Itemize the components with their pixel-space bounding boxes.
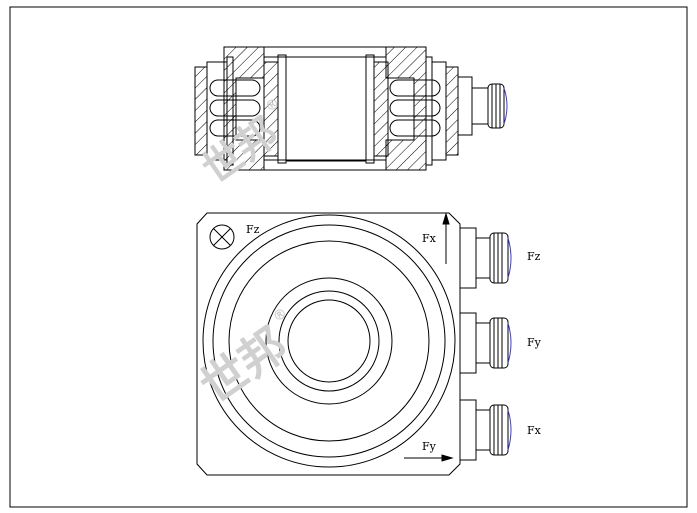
connector-plate-top xyxy=(459,227,477,289)
right-body-block xyxy=(385,46,427,171)
plan-view xyxy=(196,212,512,476)
connector-mid-label: Fy xyxy=(527,336,542,349)
connector-bottom xyxy=(475,404,512,456)
outer-ring-1 xyxy=(202,214,456,468)
connector-top xyxy=(475,232,512,284)
connector-plate-mid xyxy=(459,312,477,374)
outer-ring-2 xyxy=(212,224,446,458)
section-connector-accent xyxy=(503,87,508,125)
right-end-cap xyxy=(445,66,459,156)
left-cylinder-2 xyxy=(209,99,261,117)
outer-ring-3 xyxy=(228,240,430,442)
fz-direction-symbol xyxy=(209,224,235,250)
left-end-cap xyxy=(194,66,208,156)
section-view xyxy=(194,46,508,171)
connector-mid xyxy=(475,317,512,369)
fy-arrow-label: Fy xyxy=(422,440,437,453)
right-flange xyxy=(425,56,433,166)
right-cylinder-3 xyxy=(389,119,441,137)
watermark-bottom: 世邦 ® xyxy=(190,305,296,414)
right-inner-ring xyxy=(365,54,375,164)
fz-corner-label: Fz xyxy=(246,223,260,236)
inner-ring-1 xyxy=(265,277,393,405)
center-bore xyxy=(285,56,367,162)
section-connector-base xyxy=(457,76,473,136)
right-inner-sleeve xyxy=(373,61,389,157)
watermark-bottom-text: 世邦 xyxy=(190,317,296,414)
center-hole xyxy=(287,299,371,383)
connector-plate-bottom xyxy=(459,399,477,461)
right-cylinder-2 xyxy=(389,99,441,117)
connector-bottom-label: Fx xyxy=(527,424,542,437)
left-cylinder-1 xyxy=(209,79,261,97)
drawing-frame xyxy=(9,6,688,508)
watermark-bottom-mark: ® xyxy=(270,305,291,326)
section-connector-body xyxy=(471,87,489,125)
sensor-body xyxy=(196,212,461,476)
connector-top-label: Fz xyxy=(527,250,541,263)
inner-ring-2 xyxy=(278,290,380,392)
right-cylinder-1 xyxy=(389,79,441,97)
left-cylinder-3 xyxy=(209,119,261,137)
fx-arrow-label: Fx xyxy=(422,232,437,245)
